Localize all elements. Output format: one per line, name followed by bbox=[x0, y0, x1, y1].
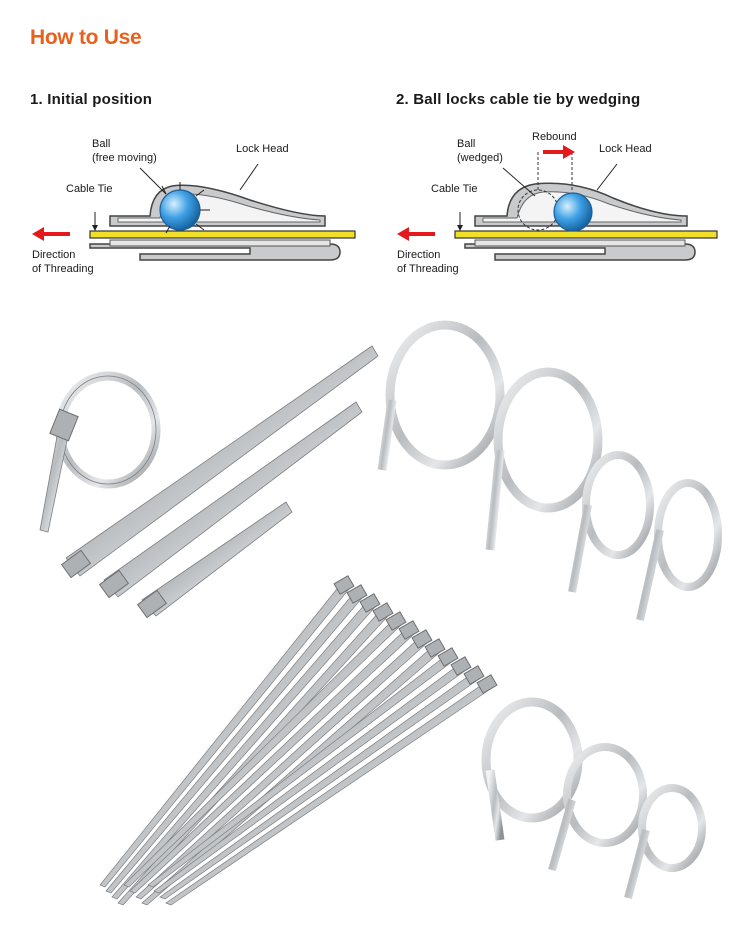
bundle-tie-head bbox=[372, 602, 394, 622]
lock-head-label: Lock Head bbox=[236, 143, 289, 155]
direction-label: Direction bbox=[397, 249, 440, 261]
lock-head-label: Lock Head bbox=[599, 143, 652, 155]
bundle-tie-head bbox=[437, 647, 459, 667]
bundle-tie-head bbox=[476, 674, 498, 694]
direction-arrow-icon bbox=[32, 227, 44, 241]
product-photos bbox=[39, 320, 722, 906]
diagram-initial-position: Ball (free moving) Lock Head Cable Tie D… bbox=[32, 138, 356, 275]
direction-sub-label: of Threading bbox=[397, 263, 459, 275]
bundle-tie-head bbox=[463, 665, 485, 685]
ball-sub-label: (wedged) bbox=[457, 152, 503, 164]
bundle-tie-head bbox=[398, 620, 420, 640]
direction-arrow-icon bbox=[397, 227, 409, 241]
housing-bottom bbox=[89, 243, 341, 261]
ball-label: Ball bbox=[92, 138, 110, 150]
step-2-title: 2. Ball locks cable tie by wedging bbox=[396, 91, 641, 108]
bundle-tie-head bbox=[346, 584, 368, 604]
housing-bottom bbox=[464, 243, 696, 261]
rebound-arrow-icon bbox=[563, 145, 575, 159]
cable-tie-label: Cable Tie bbox=[431, 183, 477, 195]
ball-icon bbox=[159, 189, 201, 231]
page-title: How to Use bbox=[30, 26, 142, 49]
lower-strip bbox=[109, 239, 331, 247]
bundle-tie-head bbox=[424, 638, 446, 658]
bundle-tie-head bbox=[450, 656, 472, 676]
bundle-tie-head bbox=[333, 575, 355, 595]
direction-label: Direction bbox=[32, 249, 75, 261]
bundle-tie-head bbox=[385, 611, 407, 631]
bundle-tie-head bbox=[411, 629, 433, 649]
diagram-ball-wedged: Rebound Ball (wedged) Lock Head Cable Ti… bbox=[397, 131, 718, 275]
step-1-title: 1. Initial position bbox=[30, 91, 153, 108]
lower-strip bbox=[474, 239, 686, 247]
ball-label: Ball bbox=[457, 138, 475, 150]
cable-tie-label: Cable Tie bbox=[66, 183, 112, 195]
four-looped-ties bbox=[377, 320, 722, 621]
cable-tie-strip bbox=[89, 230, 356, 239]
bundle-tie-head bbox=[359, 593, 381, 613]
cable-tie-strip bbox=[454, 230, 718, 239]
ball-sub-label: (free moving) bbox=[92, 152, 157, 164]
bundle-of-ties bbox=[99, 575, 498, 906]
ball-icon bbox=[553, 192, 593, 232]
rebound-label: Rebound bbox=[532, 131, 577, 143]
single-looped-tie bbox=[39, 371, 161, 533]
bundle-tie bbox=[135, 638, 428, 900]
three-straight-ties bbox=[60, 345, 379, 619]
direction-sub-label: of Threading bbox=[32, 263, 94, 275]
three-small-looped-ties bbox=[481, 697, 706, 900]
